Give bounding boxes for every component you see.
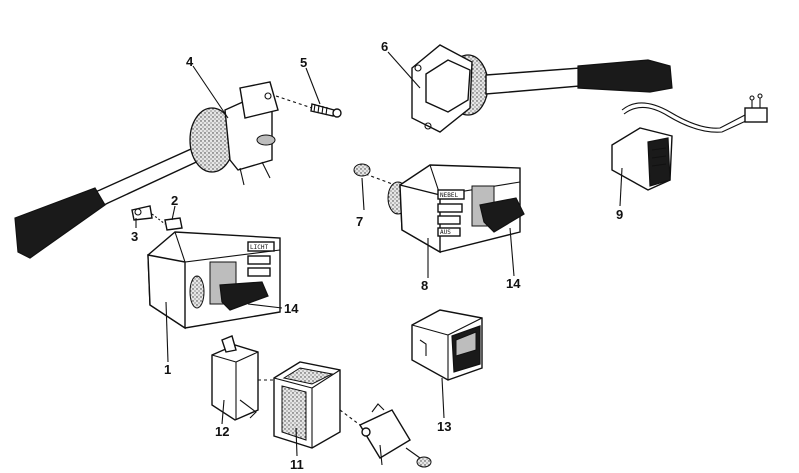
- label-part-2: 2: [171, 193, 178, 208]
- panel-label-nebel: NEBEL: [440, 192, 458, 199]
- micro-switch: [339, 403, 432, 468]
- stalk-switch-part-4: [14, 81, 279, 259]
- label-part-3: 3: [131, 229, 138, 244]
- screw-part-5: [275, 95, 342, 118]
- label-part-7: 7: [356, 214, 363, 229]
- panel-label-licht: LICHT: [250, 244, 268, 251]
- label-part-1: 1: [164, 362, 171, 377]
- label-part-13: 13: [437, 419, 451, 434]
- label-part-9: 9: [616, 207, 623, 222]
- label-part-14-lower: 14: [284, 301, 299, 316]
- label-part-14-upper: 14: [506, 276, 521, 291]
- fog-switch-part-8: NEBEL AUS: [387, 164, 525, 254]
- rocker-switch-part-13: [411, 309, 483, 381]
- part-labels: 1 2 3 4 5 6 7 8 9 11 12 13 14 14: [131, 39, 623, 472]
- label-part-8: 8: [421, 278, 428, 293]
- label-part-6: 6: [381, 39, 388, 54]
- housing-part-11: [258, 361, 341, 449]
- wiper-stalk-part-6: [411, 44, 673, 133]
- label-part-4: 4: [186, 54, 194, 69]
- label-part-11: 11: [290, 457, 304, 472]
- light-switch-part-1: LICHT: [147, 231, 281, 330]
- switch-with-cable-part-9: [611, 93, 768, 191]
- bulb-holder-parts-2-3: [131, 205, 183, 231]
- leader-lines: [135, 51, 623, 466]
- bracket-part-12: [211, 335, 259, 421]
- label-part-12: 12: [215, 424, 229, 439]
- knob-part-7: [353, 163, 396, 186]
- panel-label-aus: AUS: [440, 229, 451, 236]
- label-part-5: 5: [300, 55, 307, 70]
